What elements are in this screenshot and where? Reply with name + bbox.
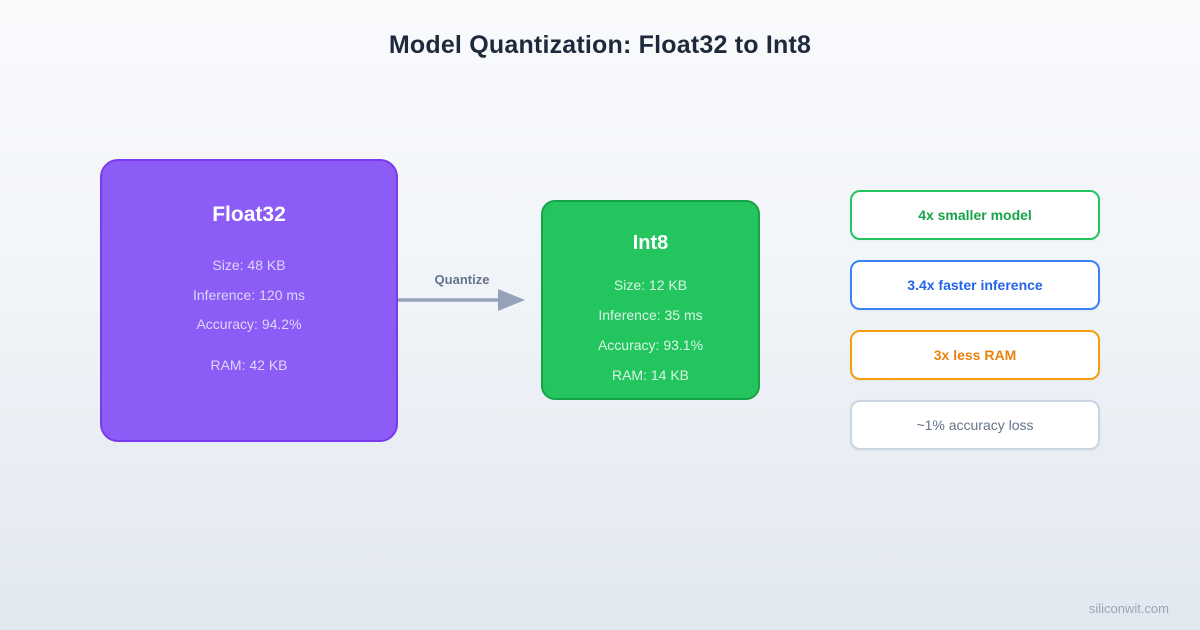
int8-stat-size: Size: 12 KB (613, 277, 688, 293)
arrow-label: Quantize (434, 272, 490, 287)
float32-box-title: Float32 (212, 203, 286, 226)
int8-stat-inference: Inference: 35 ms (598, 307, 703, 323)
watermark: siliconwit.com (1088, 601, 1169, 616)
float32-stat-ram: RAM: 42 KB (210, 357, 288, 373)
benefit-badge-less-ram: 3x less RAM (850, 330, 1100, 380)
benefit-badge-smaller-model: 4x smaller model (850, 190, 1100, 240)
int8-box-title: Int8 (632, 232, 669, 254)
benefit-badge-faster-inference: 3.4x faster inference (850, 260, 1100, 310)
float32-box: Float32 Size: 48 KB Inference: 120 ms Ac… (100, 159, 398, 442)
int8-stat-accuracy: Accuracy: 93.1% (597, 337, 704, 353)
float32-stat-accuracy: Accuracy: 94.2% (196, 316, 302, 332)
int8-stat-ram: RAM: 14 KB (611, 367, 690, 383)
float32-stat-size: Size: 48 KB (212, 257, 286, 273)
page-title: Model Quantization: Float32 to Int8 (388, 31, 812, 59)
float32-stat-inference: Inference: 120 ms (192, 287, 306, 303)
int8-box: Int8 Size: 12 KB Inference: 35 ms Accura… (541, 200, 760, 400)
benefit-badge-accuracy-loss: ~1% accuracy loss (850, 400, 1100, 450)
right-arrow-icon (398, 289, 525, 311)
